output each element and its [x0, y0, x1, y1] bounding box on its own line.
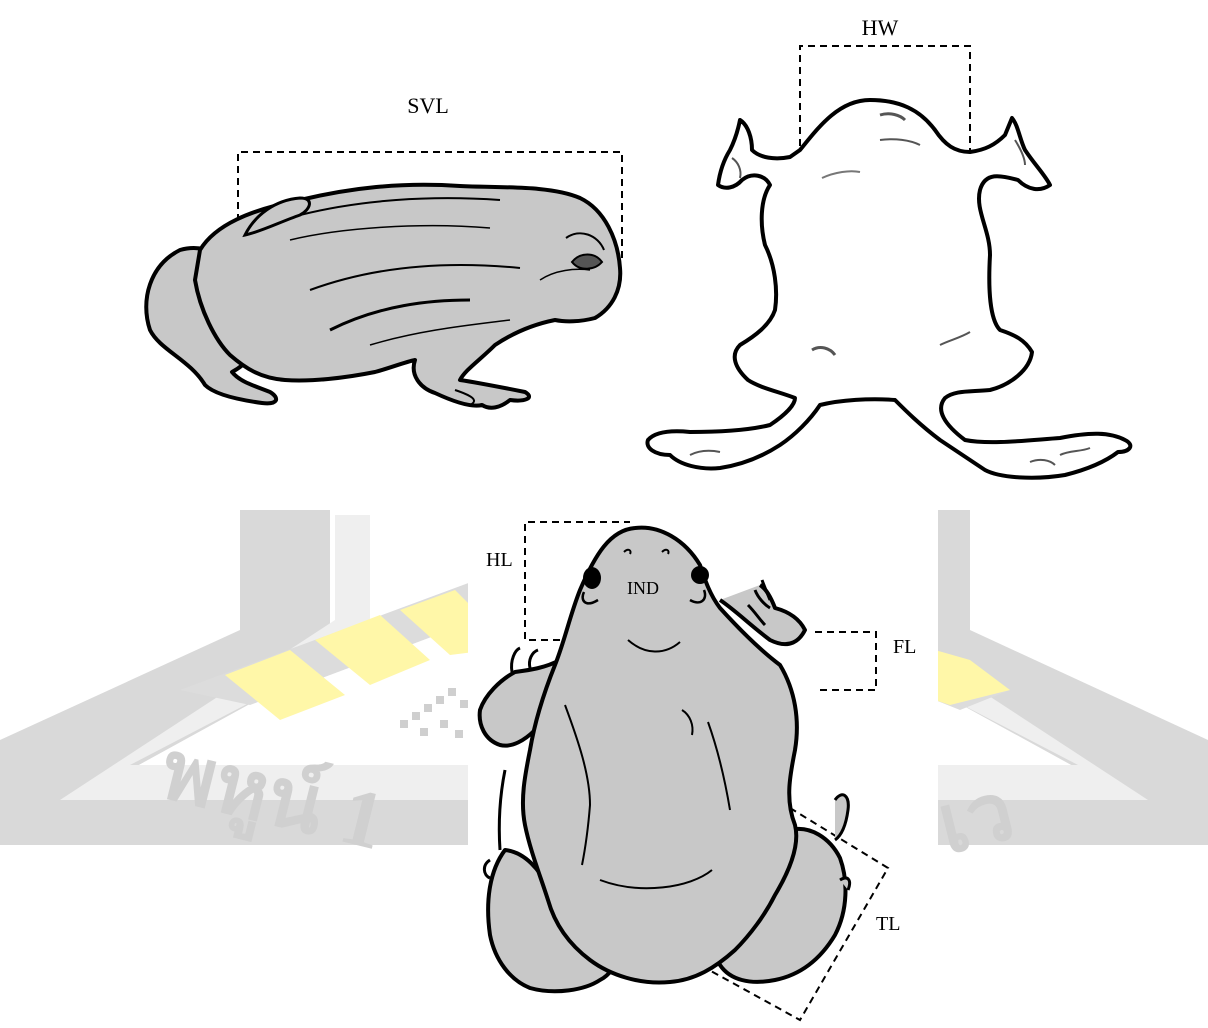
lateral-eye	[572, 255, 602, 269]
dorsal-left-eye	[583, 567, 601, 589]
ventral-body	[647, 100, 1130, 478]
hw-label: HW	[862, 15, 899, 40]
dorsal-right-eye	[691, 566, 709, 584]
watermark-pattern	[400, 688, 478, 738]
fl-label: FL	[893, 636, 916, 658]
hl-label: HL	[486, 549, 513, 571]
lateral-view-frog: SVL	[146, 93, 622, 408]
ind-label: IND	[627, 578, 659, 598]
watermark-text-left: พหูน์ 1	[151, 723, 393, 872]
ventral-view-frog: HW	[647, 15, 1130, 478]
tl-label: TL	[876, 913, 900, 935]
svl-label: SVL	[407, 93, 449, 118]
